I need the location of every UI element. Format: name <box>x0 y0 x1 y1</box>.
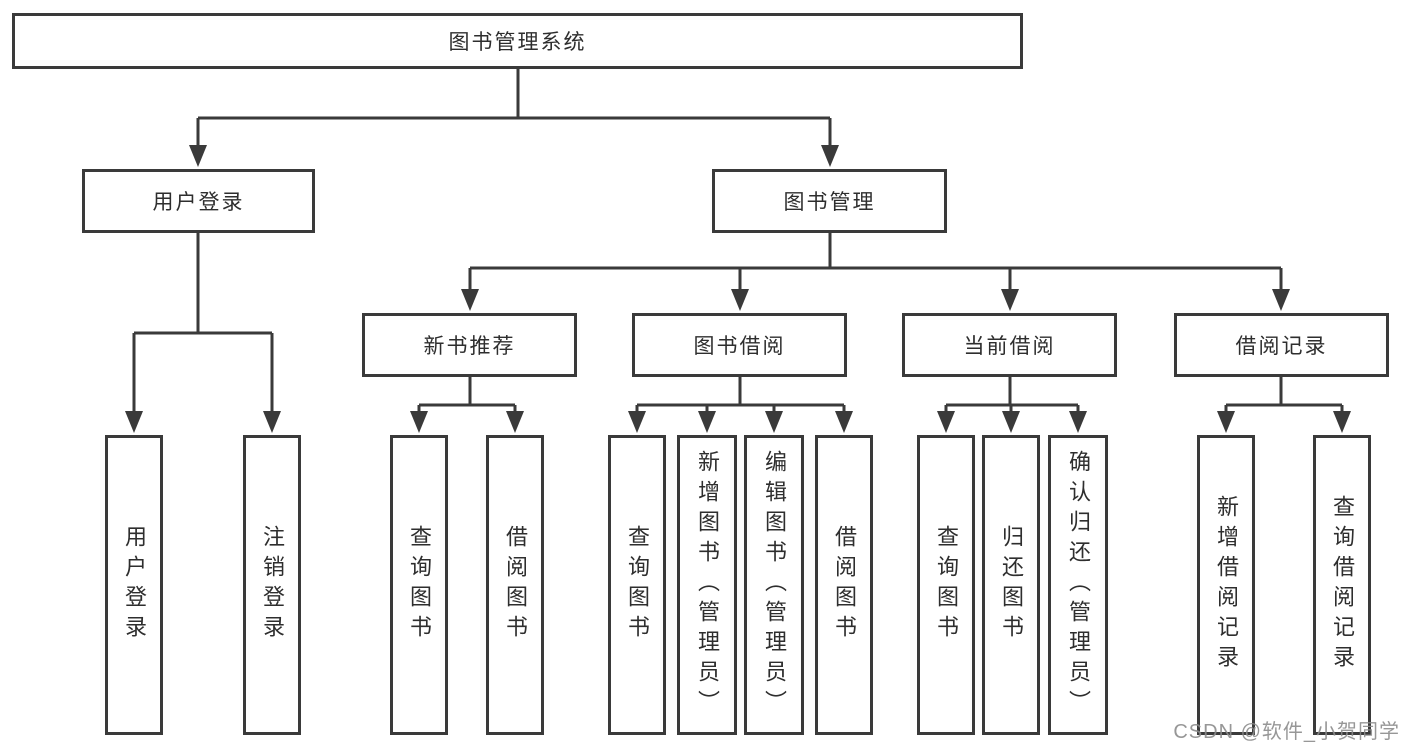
node-current-borrowing: 当前借阅 <box>902 313 1117 377</box>
leaf-user-login: 用户登录 <box>105 435 163 735</box>
leaf-label: 查询图书 <box>407 525 432 645</box>
leaf-edit-books-admin: 编辑图书（管理员） <box>744 435 804 735</box>
leaf-label: 借阅图书 <box>503 525 528 645</box>
node-book-management: 图书管理 <box>712 169 947 233</box>
leaf-add-books-admin: 新增图书（管理员） <box>677 435 737 735</box>
leaf-query-books: 查询图书 <box>608 435 666 735</box>
leaf-query-books: 查询图书 <box>390 435 448 735</box>
leaf-borrow-books: 借阅图书 <box>815 435 873 735</box>
leaf-label: 查询图书 <box>625 525 650 645</box>
node-user-login: 用户登录 <box>82 169 315 233</box>
leaf-label: 注销登录 <box>260 525 285 645</box>
arrowhead-icons <box>125 145 1351 433</box>
leaf-borrow-books: 借阅图书 <box>486 435 544 735</box>
leaf-label: 用户登录 <box>122 525 147 645</box>
leaf-logout: 注销登录 <box>243 435 301 735</box>
node-borrowing-records: 借阅记录 <box>1174 313 1389 377</box>
leaf-label: 编辑图书（管理员） <box>762 450 787 720</box>
leaf-query-borrow-record: 查询借阅记录 <box>1313 435 1371 735</box>
node-new-book-recommend: 新书推荐 <box>362 313 577 377</box>
leaf-add-borrow-record: 新增借阅记录 <box>1197 435 1255 735</box>
leaf-return-books: 归还图书 <box>982 435 1040 735</box>
leaf-query-books: 查询图书 <box>917 435 975 735</box>
leaf-label: 查询借阅记录 <box>1330 495 1355 675</box>
csdn-watermark: CSDN @软件_小贺同学 <box>1173 721 1400 743</box>
node-book-borrowing: 图书借阅 <box>632 313 847 377</box>
leaf-confirm-return-admin: 确认归还（管理员） <box>1048 435 1108 735</box>
node-root-library-system: 图书管理系统 <box>12 13 1023 69</box>
leaf-label: 新增图书（管理员） <box>695 450 720 720</box>
leaf-label: 新增借阅记录 <box>1214 495 1239 675</box>
leaf-label: 归还图书 <box>999 525 1024 645</box>
leaf-label: 借阅图书 <box>832 525 857 645</box>
leaf-label: 查询图书 <box>934 525 959 645</box>
leaf-label: 确认归还（管理员） <box>1066 450 1091 720</box>
